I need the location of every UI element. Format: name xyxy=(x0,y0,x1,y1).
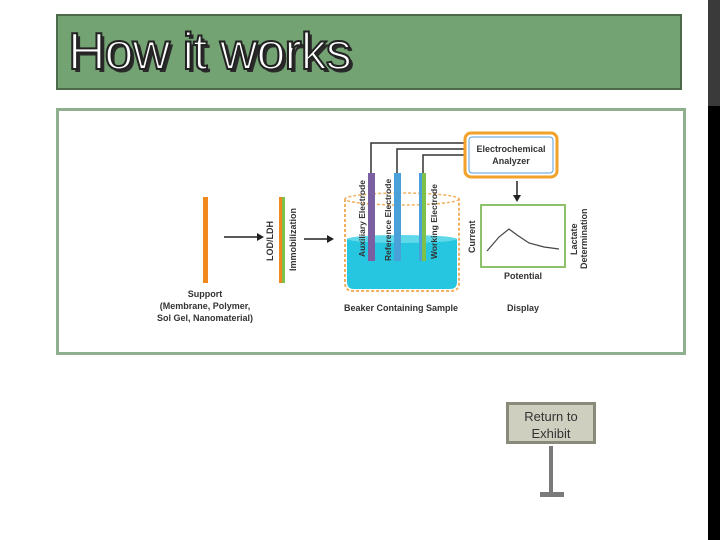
arrow-to-display-head xyxy=(513,195,521,202)
lod-strip-green xyxy=(282,197,285,283)
reference-electrode xyxy=(394,173,401,261)
beaker-outline xyxy=(344,199,460,292)
sign-post xyxy=(549,446,553,494)
analyzer-label-2: Analyzer xyxy=(492,156,530,166)
page-title: How it works xyxy=(67,22,353,82)
title-bar: How it works xyxy=(56,14,682,90)
arrow-to-beaker-head xyxy=(327,235,334,243)
wire-reference xyxy=(396,148,464,173)
analyzer-label-1: Electrochemical xyxy=(476,144,545,154)
working-electrode-blue xyxy=(419,173,422,261)
determination-label: Determination xyxy=(579,208,589,269)
lod-strip-orange xyxy=(279,197,282,283)
beaker-caption: Beaker Containing Sample xyxy=(344,303,458,313)
biosensor-diagram: Support (Membrane, Polymer, Sol Gel, Nan… xyxy=(56,108,686,355)
lod-ldh-label: LOD/LDH xyxy=(265,221,275,261)
potential-label: Potential xyxy=(504,271,542,281)
auxiliary-electrode-label: Auxiliary Electrode xyxy=(357,180,367,257)
diagram-svg: Support (Membrane, Polymer, Sol Gel, Nan… xyxy=(157,131,589,323)
display-box xyxy=(480,204,566,268)
current-label: Current xyxy=(467,220,477,253)
return-button-label: Return to Exhibit xyxy=(524,409,578,441)
reference-electrode-label: Reference Electrode xyxy=(383,179,393,261)
display-caption: Display xyxy=(507,303,539,313)
support-detail-2: Sol Gel, Nanomaterial) xyxy=(157,313,253,323)
auxiliary-electrode xyxy=(368,173,375,261)
lactate-label: Lactate xyxy=(569,223,579,255)
support-label: Support xyxy=(188,289,223,299)
sign-post-foot xyxy=(540,492,564,497)
beaker-rim xyxy=(344,192,460,206)
wire-auxiliary xyxy=(370,142,464,173)
display-curve xyxy=(486,228,560,252)
working-electrode-green xyxy=(422,173,426,261)
support-strip xyxy=(203,197,208,283)
right-edge-strip xyxy=(708,0,720,540)
working-electrode-label: Working Electrode xyxy=(429,184,439,259)
arrow-to-lod-head xyxy=(257,233,264,241)
support-detail-1: (Membrane, Polymer, xyxy=(160,301,251,311)
immobilization-label: Immobilization xyxy=(288,208,298,271)
analyzer-box xyxy=(463,131,559,179)
analyzer-box-inner xyxy=(468,136,554,174)
return-to-exhibit-button[interactable]: Return to Exhibit xyxy=(506,402,596,444)
wire-working xyxy=(422,154,464,173)
right-edge-strip-top xyxy=(708,0,720,106)
